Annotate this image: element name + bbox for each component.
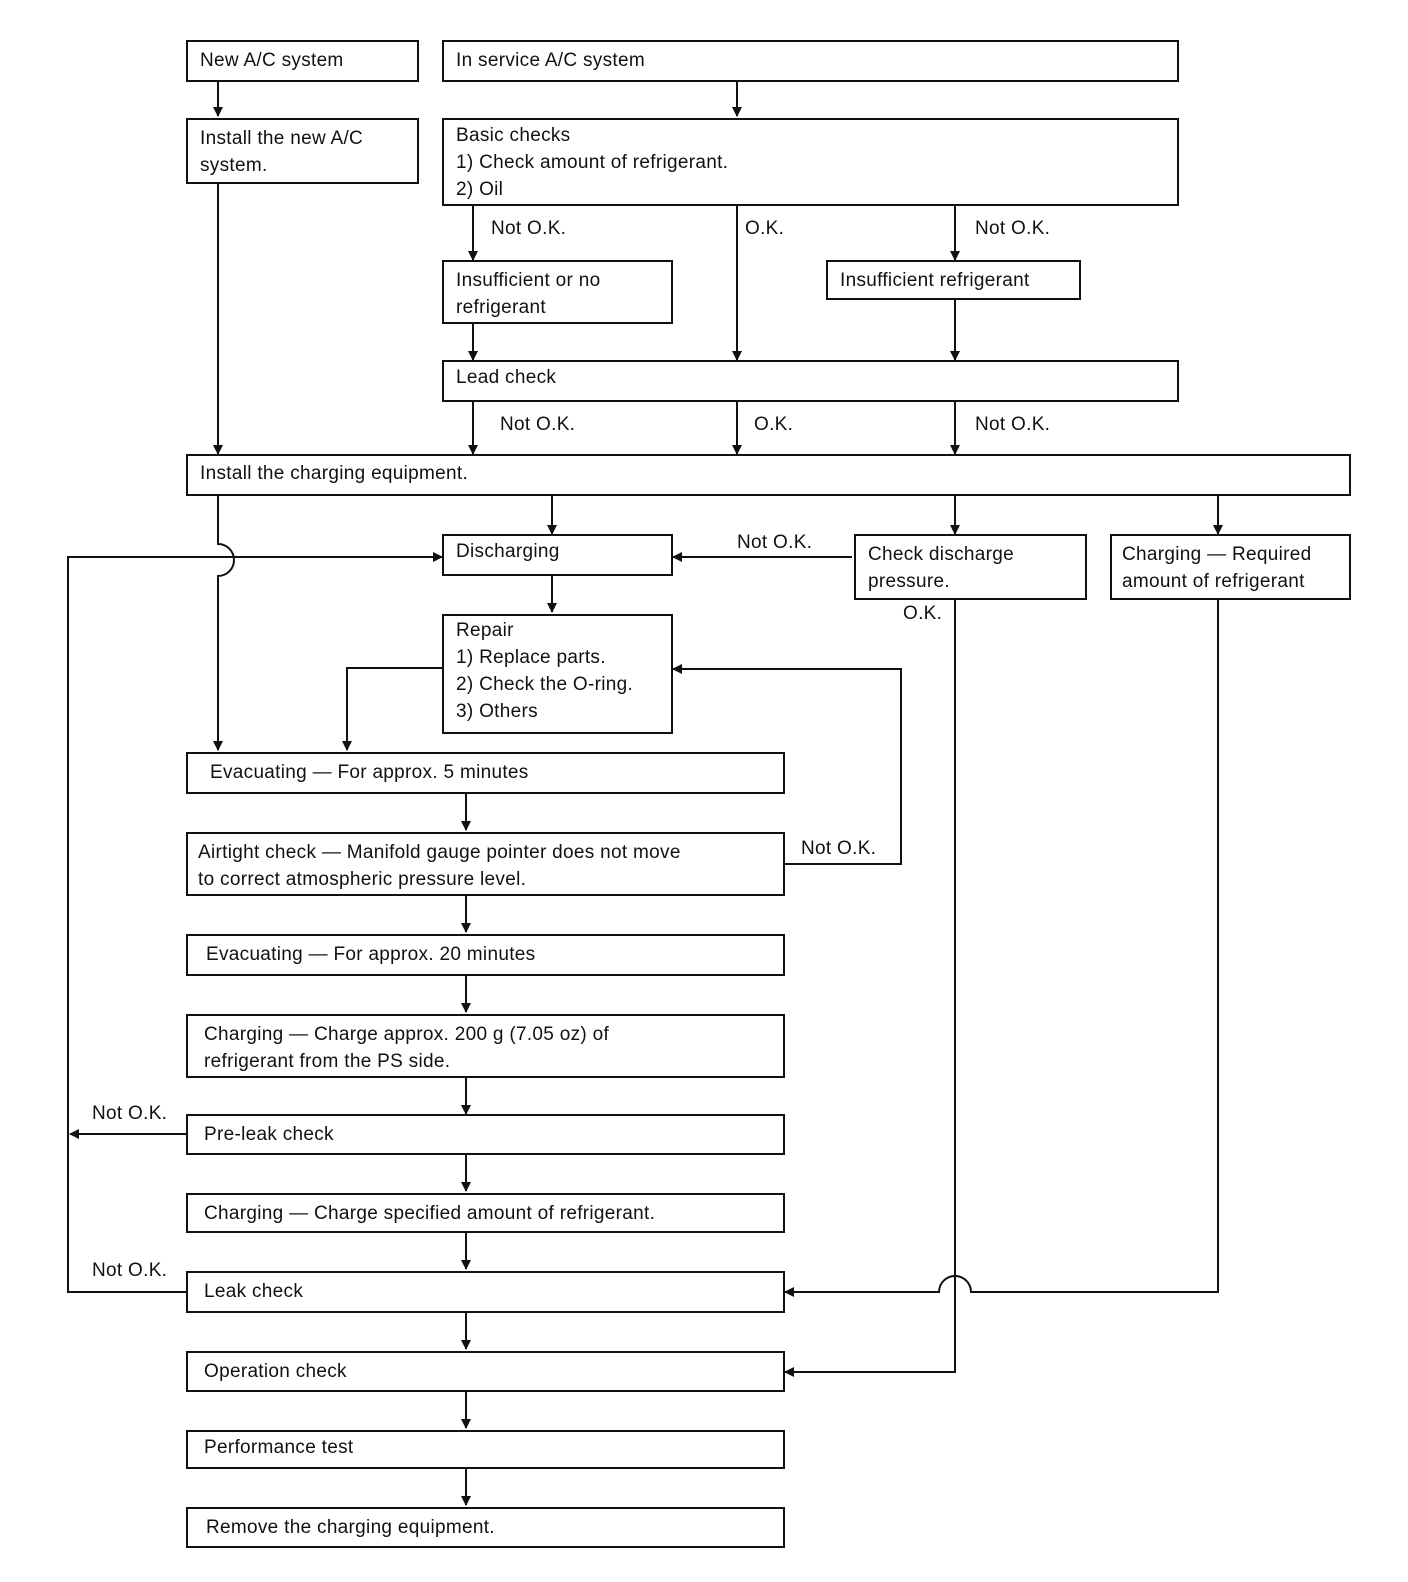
- label-discharge-not-ok: Not O.K.: [737, 532, 813, 553]
- box-remove-charging-equipment: Remove the charging equipment.: [186, 1507, 785, 1548]
- box-check-discharge-line2: pressure.: [868, 571, 950, 592]
- box-charging-specified: Charging — Charge specified amount of re…: [186, 1193, 785, 1233]
- box-in-service-ac-system: In service A/C system: [442, 40, 1179, 82]
- box-insufficient-or-no-line1: Insufficient or no: [456, 270, 601, 291]
- arrow-check-ok-to-operation: [784, 598, 956, 1377]
- box-operation-text: Operation check: [204, 1361, 347, 1382]
- box-repair-line1: Repair: [456, 620, 514, 641]
- box-check-discharge-pressure: Check discharge pressure.: [854, 534, 1087, 600]
- box-basic-checks-line2: 1) Check amount of refrigerant.: [456, 152, 729, 173]
- arrow-airtight-notok-to-repair: [672, 664, 902, 865]
- box-evac20-text: Evacuating — For approx. 20 minutes: [206, 944, 536, 965]
- box-airtight-line2: to correct atmospheric pressure level.: [198, 869, 527, 890]
- box-basic-checks-line3: 2) Oil: [456, 179, 504, 200]
- box-lead-check: Lead check: [442, 360, 1179, 402]
- box-operation-check: Operation check: [186, 1351, 785, 1392]
- box-charging-spec-text: Charging — Charge specified amount of re…: [204, 1203, 656, 1224]
- box-install-charging-text: Install the charging equipment.: [200, 463, 469, 484]
- box-discharging: Discharging: [442, 534, 673, 576]
- label-lead-ok: O.K.: [754, 414, 794, 435]
- box-install-new-line1: Install the new A/C: [200, 128, 364, 149]
- box-airtight-check: Airtight check — Manifold gauge pointer …: [186, 832, 785, 896]
- label-lead-not-ok-right: Not O.K.: [975, 414, 1051, 435]
- box-charging200-line2: refrigerant from the PS side.: [204, 1051, 451, 1072]
- box-insufficient-or-no-line2: refrigerant: [456, 297, 546, 318]
- box-performance-test: Performance test: [186, 1430, 785, 1469]
- box-install-new-line2: system.: [200, 155, 268, 176]
- box-insufficient-refrigerant: Insufficient refrigerant: [826, 260, 1081, 300]
- label-basic-ok: O.K.: [745, 218, 785, 239]
- box-in-service-text: In service A/C system: [456, 50, 645, 71]
- box-repair-line3: 2) Check the O-ring.: [456, 674, 634, 695]
- box-basic-checks-line1: Basic checks: [456, 125, 571, 146]
- box-evac5-text: Evacuating — For approx. 5 minutes: [210, 762, 529, 783]
- arrow-charging-required-to-leak: [784, 592, 1219, 1297]
- box-repair: Repair 1) Replace parts. 2) Check the O-…: [442, 614, 673, 734]
- arrow-leak-notok-to-discharging: [67, 552, 443, 1293]
- box-insufficient-or-no-refrigerant: Insufficient or no refrigerant: [442, 260, 673, 324]
- box-evacuating-20min: Evacuating — For approx. 20 minutes: [186, 934, 785, 976]
- box-airtight-line1: Airtight check — Manifold gauge pointer …: [198, 842, 681, 863]
- box-pre-leak-check: Pre-leak check: [186, 1114, 785, 1155]
- box-performance-text: Performance test: [204, 1437, 354, 1458]
- label-basic-not-ok-right: Not O.K.: [975, 218, 1051, 239]
- box-new-ac-system: New A/C system: [186, 40, 419, 82]
- box-evacuating-5min: Evacuating — For approx. 5 minutes: [186, 752, 785, 794]
- box-insufficient-text: Insufficient refrigerant: [840, 270, 1030, 291]
- label-preleak-not-ok: Not O.K.: [92, 1103, 168, 1124]
- label-discharge-ok: O.K.: [903, 603, 943, 624]
- label-leak-not-ok: Not O.K.: [92, 1260, 168, 1281]
- box-remove-text: Remove the charging equipment.: [206, 1517, 495, 1538]
- label-airtight-not-ok: Not O.K.: [801, 838, 877, 859]
- box-charging-200g: Charging — Charge approx. 200 g (7.05 oz…: [186, 1014, 785, 1078]
- box-leak-check: Leak check: [186, 1271, 785, 1313]
- box-install-charging-equipment: Install the charging equipment.: [186, 454, 1351, 496]
- box-repair-line4: 3) Others: [456, 701, 538, 722]
- box-discharging-text: Discharging: [456, 541, 560, 562]
- box-charging-required-line2: amount of refrigerant: [1122, 571, 1305, 592]
- box-charging-required-line1: Charging — Required: [1122, 544, 1312, 565]
- box-basic-checks: Basic checks 1) Check amount of refriger…: [442, 118, 1179, 206]
- box-charging-required-amount: Charging — Required amount of refrigeran…: [1110, 534, 1351, 600]
- label-basic-not-ok-left: Not O.K.: [491, 218, 567, 239]
- box-new-ac-system-text: New A/C system: [200, 50, 344, 71]
- box-lead-check-text: Lead check: [456, 367, 557, 388]
- label-lead-not-ok-left: Not O.K.: [500, 414, 576, 435]
- arrow-bypass-to-evacuating: [213, 496, 235, 751]
- box-preleak-text: Pre-leak check: [204, 1124, 334, 1145]
- arrow-repair-to-evacuating: [342, 667, 443, 751]
- box-repair-line2: 1) Replace parts.: [456, 647, 606, 668]
- box-check-discharge-line1: Check discharge: [868, 544, 1015, 565]
- box-install-new-ac: Install the new A/C system.: [186, 118, 419, 184]
- box-leak-text: Leak check: [204, 1281, 304, 1302]
- box-charging200-line1: Charging — Charge approx. 200 g (7.05 oz…: [204, 1024, 610, 1045]
